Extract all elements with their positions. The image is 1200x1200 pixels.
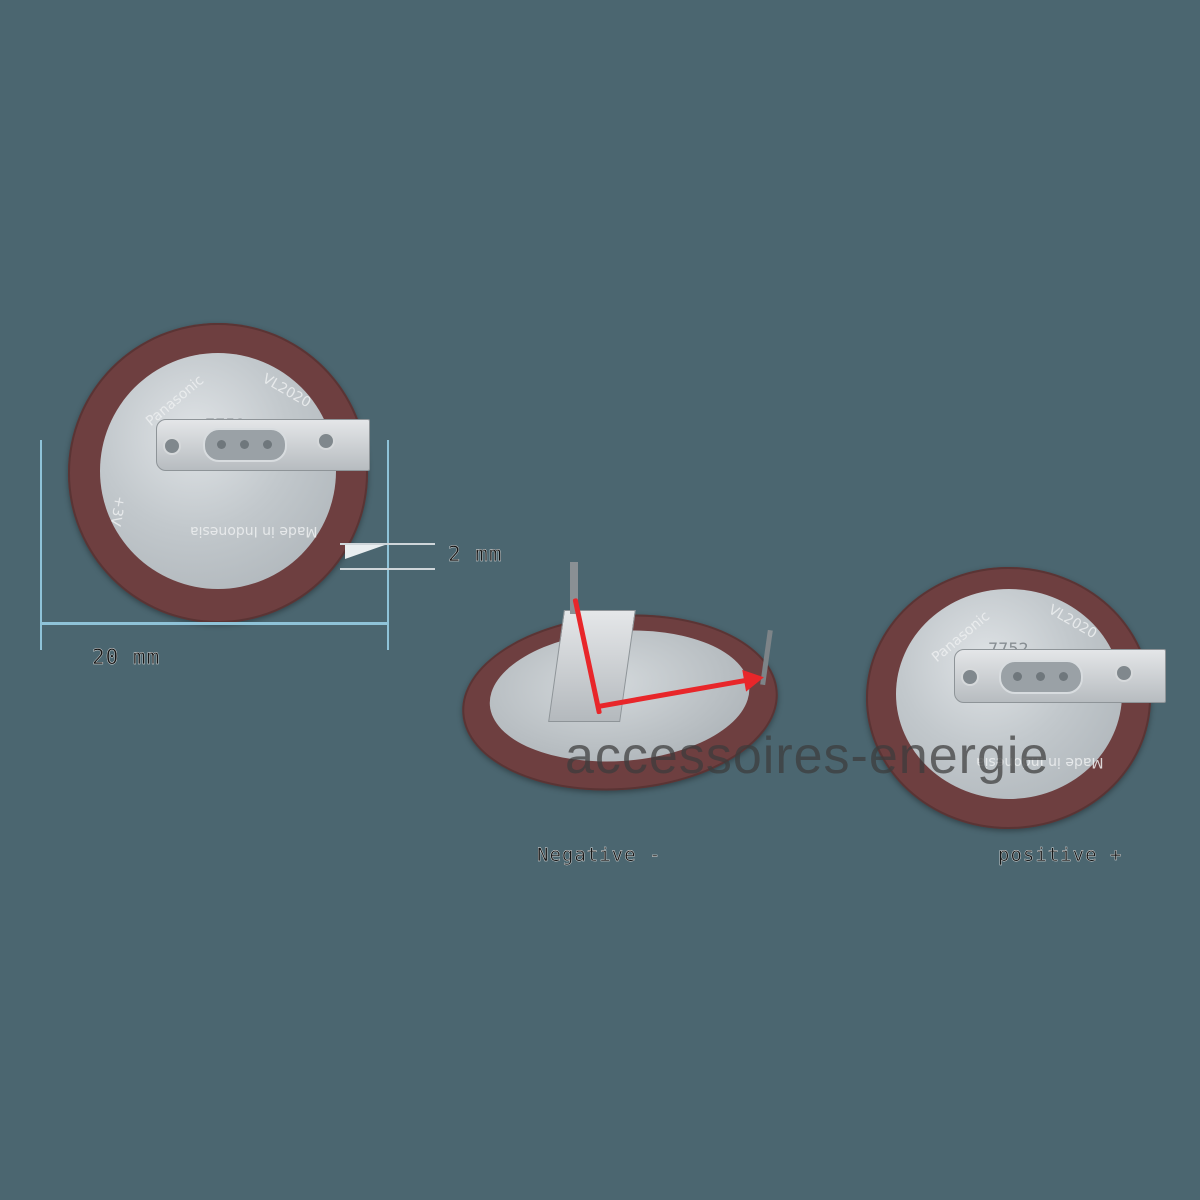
negative-label: Negative - [537,844,662,866]
tab-height-label: 2 mm [448,542,503,566]
engraved-made-in: Made in Indonesia [190,523,318,539]
engraved-model: VL2020 [1045,601,1100,643]
diameter-label: 20 mm [92,645,161,669]
solder-tab [156,419,370,471]
red-arrowhead-icon [742,666,766,692]
tab-height-lower-line [340,568,435,570]
positive-label: positive + [998,844,1123,866]
dimension-left-tick [40,440,42,650]
battery-face: Panasonic VL2020 7752 Made in Indonesia … [100,353,336,589]
negative-pin [570,562,578,614]
tab-hole [163,437,181,455]
diameter-dimension-line [40,622,389,625]
engraved-voltage: +3V [106,494,128,528]
tab-slot [999,660,1083,694]
solder-tab [954,649,1166,703]
tab-hole [1115,664,1133,682]
engraved-model: VL2020 [259,370,314,412]
dimension-right-tick [387,440,389,650]
tab-height-upper-line [340,543,435,545]
tab-hole [317,432,335,450]
battery-top-left: Panasonic VL2020 7752 Made in Indonesia … [68,323,370,623]
tab-slot [203,428,287,462]
tab-height-wedge [345,545,385,559]
tab-hole [961,668,979,686]
battery-right: Panasonic VL2020 7752 Made in Indonesia [866,567,1166,829]
watermark: accessoires-energie [565,727,1050,785]
